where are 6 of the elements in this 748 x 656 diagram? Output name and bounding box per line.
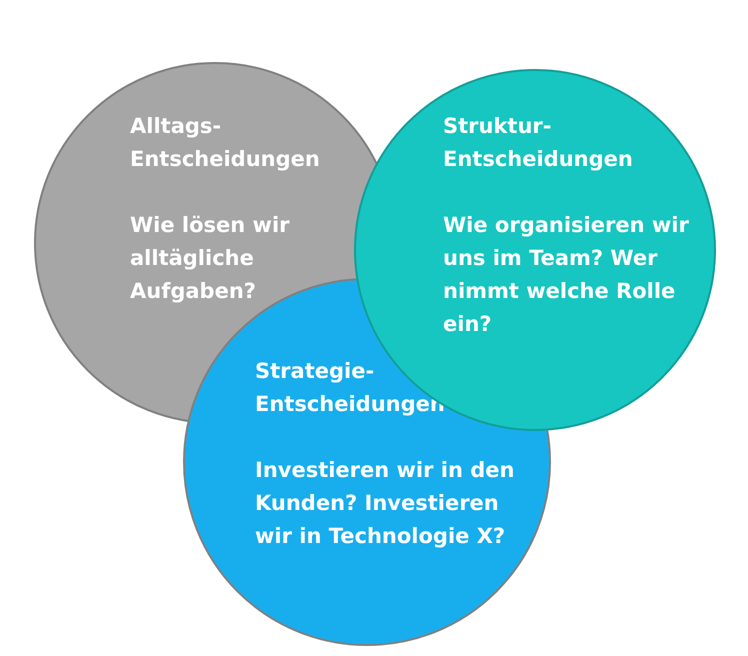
circle-text: Investieren wir in den Kunden? Investieren wir in Technologie X? bbox=[255, 457, 516, 550]
circle-heading: Strategie-Entscheidungen bbox=[255, 358, 446, 418]
circle-heading: Struktur-Entscheidungen bbox=[443, 113, 634, 173]
circle-heading: Alltags-Entscheidungen bbox=[130, 113, 321, 173]
circle-text: Wie organisieren wir uns im Team? Wer nimmt welche Rolle ein? bbox=[443, 212, 690, 338]
circle-text: Wie lösen wir alltägliche Aufgaben? bbox=[130, 212, 290, 305]
